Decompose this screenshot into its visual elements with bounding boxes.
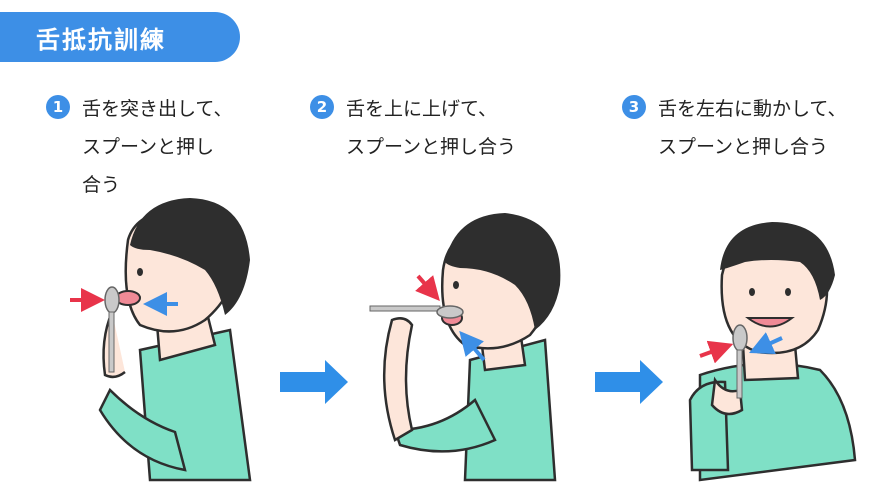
step-line: スプーンと押し — [82, 136, 215, 158]
arrow-right-icon — [280, 360, 348, 404]
spoon-icon — [369, 305, 464, 319]
step-line: 合う — [82, 174, 121, 196]
step-instruction: 舌を突き出して、 スプーンと押し 合う — [82, 90, 232, 204]
step-line: 舌を左右に動かして、 — [658, 98, 847, 120]
step-number-badge: 2 — [310, 95, 334, 119]
push-arrow — [699, 340, 734, 364]
step-3: 3 舌を左右に動かして、 スプーンと押し合う — [622, 90, 846, 166]
step-instruction: 舌を左右に動かして、 スプーンと押し合う — [658, 90, 846, 166]
step-line: 舌を上に上げて、 — [346, 98, 498, 120]
step-line: スプーンと押し合う — [658, 136, 829, 158]
step-number-badge: 3 — [622, 95, 646, 119]
tongue-arrow — [459, 330, 486, 362]
push-arrow — [415, 274, 440, 302]
spoon-icon — [732, 324, 748, 399]
page-title: 舌抵抗訓練 — [0, 12, 240, 62]
step-instruction: 舌を上に上げて、 スプーンと押し合う — [346, 90, 516, 166]
step-number-badge: 1 — [46, 95, 70, 119]
step-2: 2 舌を上に上げて、 スプーンと押し合う — [310, 90, 516, 166]
figure-1-person — [98, 198, 252, 482]
arrow-right-icon — [595, 360, 663, 404]
figure-2-person — [383, 213, 561, 482]
step-line: 舌を突き出して、 — [82, 98, 233, 120]
step-1: 1 舌を突き出して、 スプーンと押し 合う — [46, 90, 232, 204]
tongue-arrow — [749, 332, 783, 354]
step-line: スプーンと押し合う — [346, 136, 517, 158]
figure-3-person — [688, 222, 857, 482]
spoon-icon — [104, 286, 120, 373]
